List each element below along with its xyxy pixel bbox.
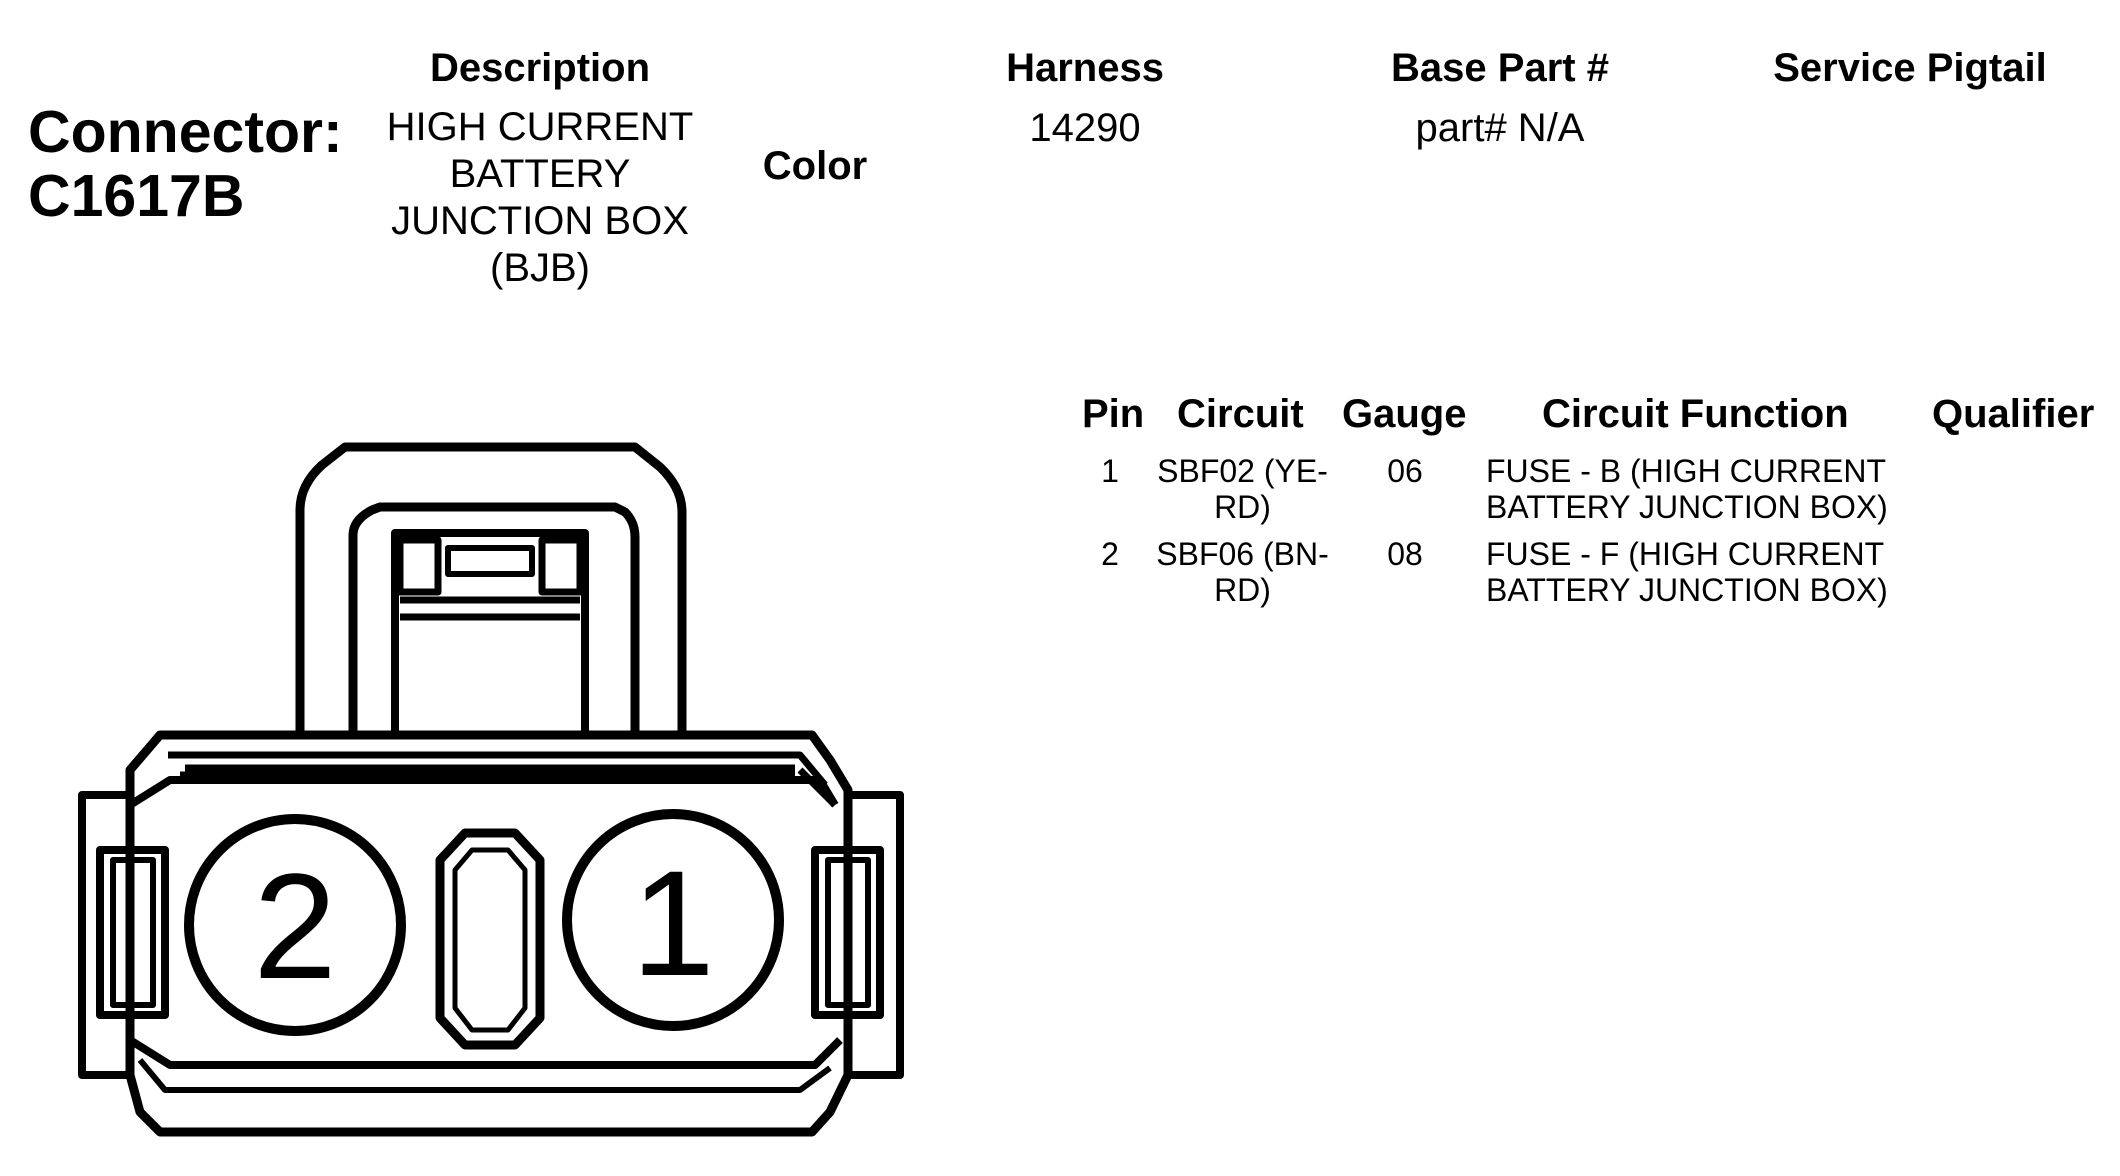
pin-cavity-2 (184, 814, 406, 1036)
row-pin: 2 (1101, 536, 1119, 572)
row-pin: 1 (1101, 453, 1119, 489)
base-part-value: part# N/A (1415, 106, 1585, 150)
row-gauge: 08 (1387, 536, 1423, 572)
col-pin: Pin (1082, 392, 1145, 436)
pin-label-1: 1 (631, 839, 714, 1007)
col-gauge: Gauge (1342, 392, 1467, 436)
connector-latch (295, 442, 687, 735)
col-circuit-function: Circuit Function (1542, 392, 1849, 436)
row-gauge: 06 (1387, 453, 1423, 489)
harness-value: 14290 (1029, 106, 1141, 150)
center-key (435, 828, 545, 1050)
connector-id: C1617B (28, 163, 245, 229)
pin-label-2: 2 (253, 842, 336, 1010)
connector-housing (125, 730, 853, 1137)
base-part-header: Base Part # (1391, 46, 1609, 90)
description-header: Description (429, 46, 651, 90)
pin-cavity-1 (562, 809, 784, 1031)
col-circuit: Circuit (1177, 392, 1304, 436)
col-qualifier: Qualifier (1932, 392, 2095, 436)
color-header: Color (762, 144, 868, 188)
connector-side-rib-right (811, 791, 904, 1079)
row-circuit-function: FUSE - B (HIGH CURRENT BATTERY JUNCTION … (1486, 453, 1888, 525)
row-circuit-function: FUSE - F (HIGH CURRENT BATTERY JUNCTION … (1486, 536, 1888, 608)
harness-header: Harness (1006, 46, 1164, 90)
description-value: HIGH CURRENT BATTERY JUNCTION BOX (BJB) (386, 105, 694, 290)
service-pigtail-header: Service Pigtail (1773, 46, 2047, 90)
connector-title: Connector: C1617B (28, 100, 343, 228)
connector-side-rib-left (78, 791, 169, 1079)
row-circuit: SBF02 (YE- RD) (1157, 453, 1328, 525)
row-circuit: SBF06 (BN- RD) (1156, 536, 1329, 608)
connector-label: Connector: (28, 99, 343, 165)
